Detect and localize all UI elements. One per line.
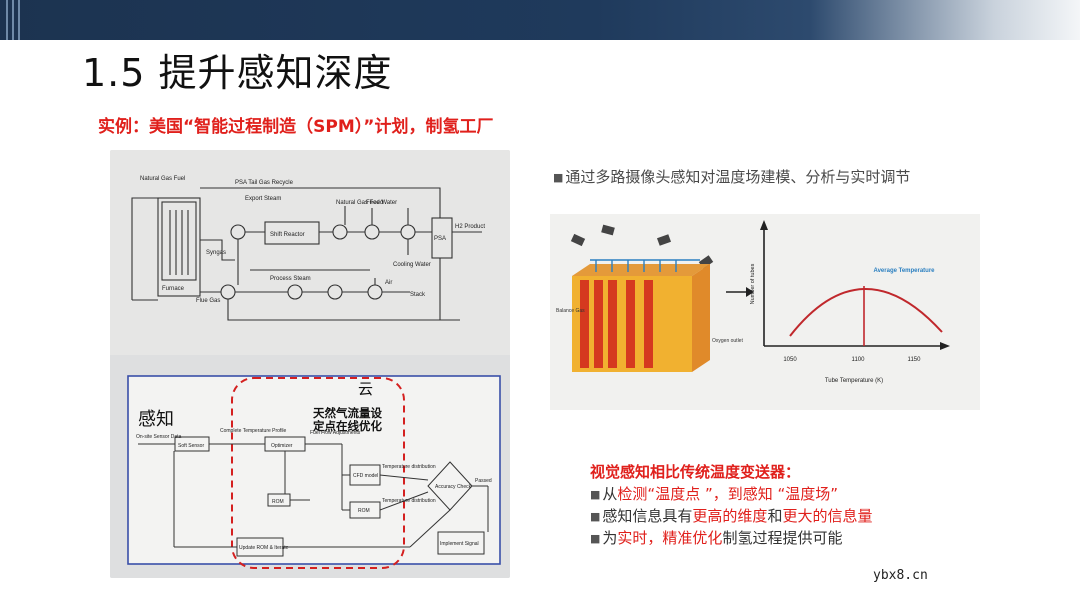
header-stripe (12, 0, 14, 40)
line1-part-b: 检测“温度点 ”，到感知 “温度场” (617, 485, 839, 503)
header-stripe (18, 0, 20, 40)
lbl-syngas: Syngas (206, 250, 226, 256)
lbl-balance-gas: Balance Gas (556, 308, 585, 314)
line3-part-b: 实时，精准优化 (617, 529, 723, 547)
lbl-soft-sensor: Soft Sensor (178, 443, 204, 449)
lower-frame (127, 375, 501, 565)
lbl-temp-dist-2: Temperature distribution (382, 498, 436, 504)
furnace-box (157, 197, 201, 297)
lbl-shift-reactor: Shift Reactor (270, 232, 305, 238)
handwritten-line-1: 天然气流量设 (313, 406, 382, 420)
lbl-rom-2: ROM (358, 508, 370, 514)
bullet-camera-text: 通过多路摄像头感知对温度场建模、分析与实时调节 (565, 168, 911, 186)
lbl-implement: Implement Signal (440, 541, 479, 547)
lbl-y-axis: Number of tubes (750, 263, 756, 304)
square-bullet-icon: ■ (553, 171, 564, 184)
line3-part-a: 为 (602, 529, 618, 547)
lbl-oxygen-outlet: Oxygen outlet (712, 338, 743, 344)
lbl-export-steam: Export Steam (245, 196, 281, 202)
lbl-feed-water: Feed Water (366, 200, 397, 206)
lbl-update-rom: Update ROM & Iterate (239, 545, 289, 551)
tube-row (626, 280, 635, 368)
lbl-average-temp: Average Temperature (873, 268, 935, 274)
square-bullet-icon: ■ (590, 532, 601, 545)
header-bar (0, 0, 1080, 40)
lbl-cooling-water: Cooling Water (393, 262, 431, 268)
lbl-passed: Passed (475, 478, 492, 484)
square-bullet-icon: ■ (590, 488, 601, 501)
handwritten-line-2: 定点在线优化 (313, 419, 382, 433)
compare-title: 视觉感知相比传统温度变送器： (590, 463, 801, 481)
lbl-cfd-model: CFD model (353, 473, 378, 479)
square-bullet-icon: ■ (590, 510, 601, 523)
line2-part-b: 更高的维度 (692, 507, 768, 525)
process-diagram-photo: Natural Gas Fuel PSA Tail Gas Recycle Ex… (110, 150, 510, 578)
header-stripe (6, 0, 8, 40)
lbl-fuel-flow: Fuel Flow Adjustments (310, 430, 361, 436)
camera-icon (570, 233, 586, 247)
line3-part-c: 制氢过程提供可能 (722, 529, 843, 547)
lbl-handwritten: 天然气流量设 定点在线优化 (313, 406, 386, 433)
tube-row (580, 280, 589, 368)
lbl-process-steam: Process Steam (270, 276, 311, 282)
line2-part-c: 和 (767, 507, 783, 525)
lbl-rom-1: ROM (272, 499, 284, 505)
lbl-x-axis: Tube Temperature (K) (825, 378, 883, 384)
tick-1150: 1150 (908, 357, 922, 363)
furnace-inner (161, 201, 197, 281)
cloud-boundary (231, 377, 405, 569)
tube-row (594, 280, 603, 368)
x-axis-arrow-icon (940, 342, 950, 350)
psa-box (431, 217, 453, 259)
tube-row (644, 280, 653, 368)
distribution-curve (789, 288, 943, 337)
lbl-natural-gas-fuel: Natural Gas Fuel (140, 176, 185, 182)
lbl-accuracy-check: Accuracy Check (435, 484, 472, 490)
lbl-perception: 感知 (138, 409, 174, 430)
compare-line-1: ■从检测“温度点 ”，到感知 “温度场” (590, 483, 838, 504)
camera-icons (570, 224, 714, 269)
compare-line-3: ■为实时，精准优化制氢过程提供可能 (590, 527, 842, 548)
lbl-stack: Stack (410, 292, 426, 298)
lbl-temp-dist-1: Temperature distribution (382, 464, 436, 470)
lbl-air: Air (385, 280, 392, 286)
shift-reactor-box (264, 221, 320, 245)
camera-icon (601, 224, 615, 236)
y-axis-arrow-icon (760, 220, 768, 230)
temperature-field-figure: Balance Gas Oxygen outlet Average Temper… (550, 214, 980, 410)
tick-1050: 1050 (783, 357, 797, 363)
upper-sheet (110, 150, 510, 355)
lbl-psa-tail-gas: PSA Tail Gas Recycle (235, 180, 294, 186)
lbl-h2-product: H2 Product (455, 224, 485, 230)
camera-icon (656, 234, 672, 246)
lbl-psa: PSA (434, 236, 446, 242)
implement-box (437, 531, 485, 555)
furnace-top (572, 264, 710, 276)
bullet-camera-sensing: ■通过多路摄像头感知对温度场建模、分析与实时调节 (553, 166, 910, 187)
lbl-complete-temp: Complete Temperature Profile (220, 428, 287, 434)
slide-title: 1.5 提升感知深度 (82, 51, 393, 95)
lbl-on-site: On-site Sensor Data (136, 434, 182, 440)
arrow-icon (726, 287, 754, 297)
tube-row (608, 280, 617, 368)
watermark: ybx8.cn (873, 568, 928, 583)
line2-part-a: 感知信息具有 (602, 507, 693, 525)
tick-1100: 1100 (852, 357, 866, 363)
lbl-natural-gas-feed: Natural Gas Feed (336, 200, 383, 206)
line1-part-a: 从 (602, 485, 618, 503)
line2-part-d: 更大的信息量 (782, 507, 873, 525)
furnace-side (692, 264, 710, 372)
lbl-furnace: Furnace (162, 286, 185, 292)
lbl-flue-gas: Flue Gas (196, 298, 220, 304)
lbl-optimizer: Optimizer (271, 443, 293, 449)
slide-subtitle: 实例：美国“智能过程制造（SPM）”计划，制氢工厂 (98, 117, 494, 137)
compare-line-2: ■感知信息具有更高的维度和更大的信息量 (590, 505, 872, 526)
lbl-cloud: 云 (358, 380, 373, 398)
